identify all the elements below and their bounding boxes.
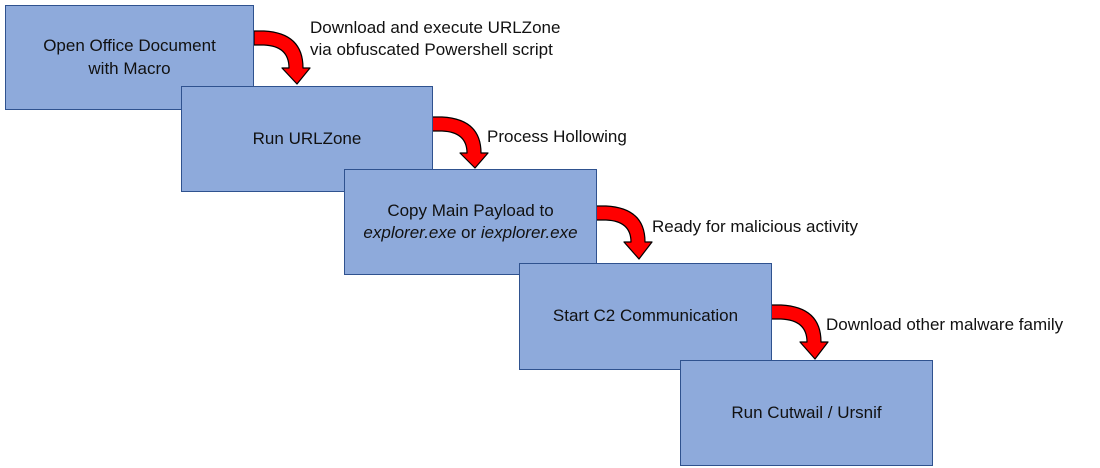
transition-download-execute-urlzone: Download and execute URLZone via obfusca… (310, 17, 560, 62)
transition-4-line-1: Download other malware family (826, 315, 1064, 334)
step-1-line-2: with Macro (88, 58, 171, 78)
arrow-4 (770, 304, 829, 360)
step-4-line-1: Start C2 Communication (552, 306, 739, 326)
step-run-cutwail-ursnif: Run Cutwail / Ursnif (680, 360, 933, 466)
step-5-line-1: Run Cutwail / Ursnif (731, 402, 882, 422)
step-3-line-2: explorer.exe or iexplorer.exe (363, 222, 577, 244)
arrow-3 (595, 205, 653, 260)
arrow-2 (431, 116, 489, 169)
step-start-c2-communication: Start C2 Communication (519, 263, 772, 370)
transition-2-line-1: Process Hollowing (487, 127, 627, 146)
transition-process-hollowing: Process Hollowing (487, 126, 627, 148)
step-2-line-1: Run URLZone (252, 128, 362, 148)
step-1-line-1: Open Office Document (43, 36, 216, 56)
transition-3-line-1: Ready for malicious activity (652, 217, 858, 236)
transition-1-line-2: via obfuscated Powershell script (310, 40, 553, 60)
transition-1-line-1: Download and execute URLZone (310, 18, 561, 37)
step-3-explorer-exe: explorer.exe (363, 223, 457, 242)
step-3-or: or (456, 223, 481, 242)
step-3-line-1: Copy Main Payload to (387, 200, 554, 220)
arrow-1 (253, 30, 311, 85)
transition-ready-malicious-activity: Ready for malicious activity (652, 216, 858, 238)
step-3-iexplorer-exe: iexplorer.exe (480, 223, 578, 242)
step-copy-main-payload: Copy Main Payload to explorer.exe or iex… (344, 169, 597, 275)
transition-download-other-malware: Download other malware family (826, 314, 1063, 336)
